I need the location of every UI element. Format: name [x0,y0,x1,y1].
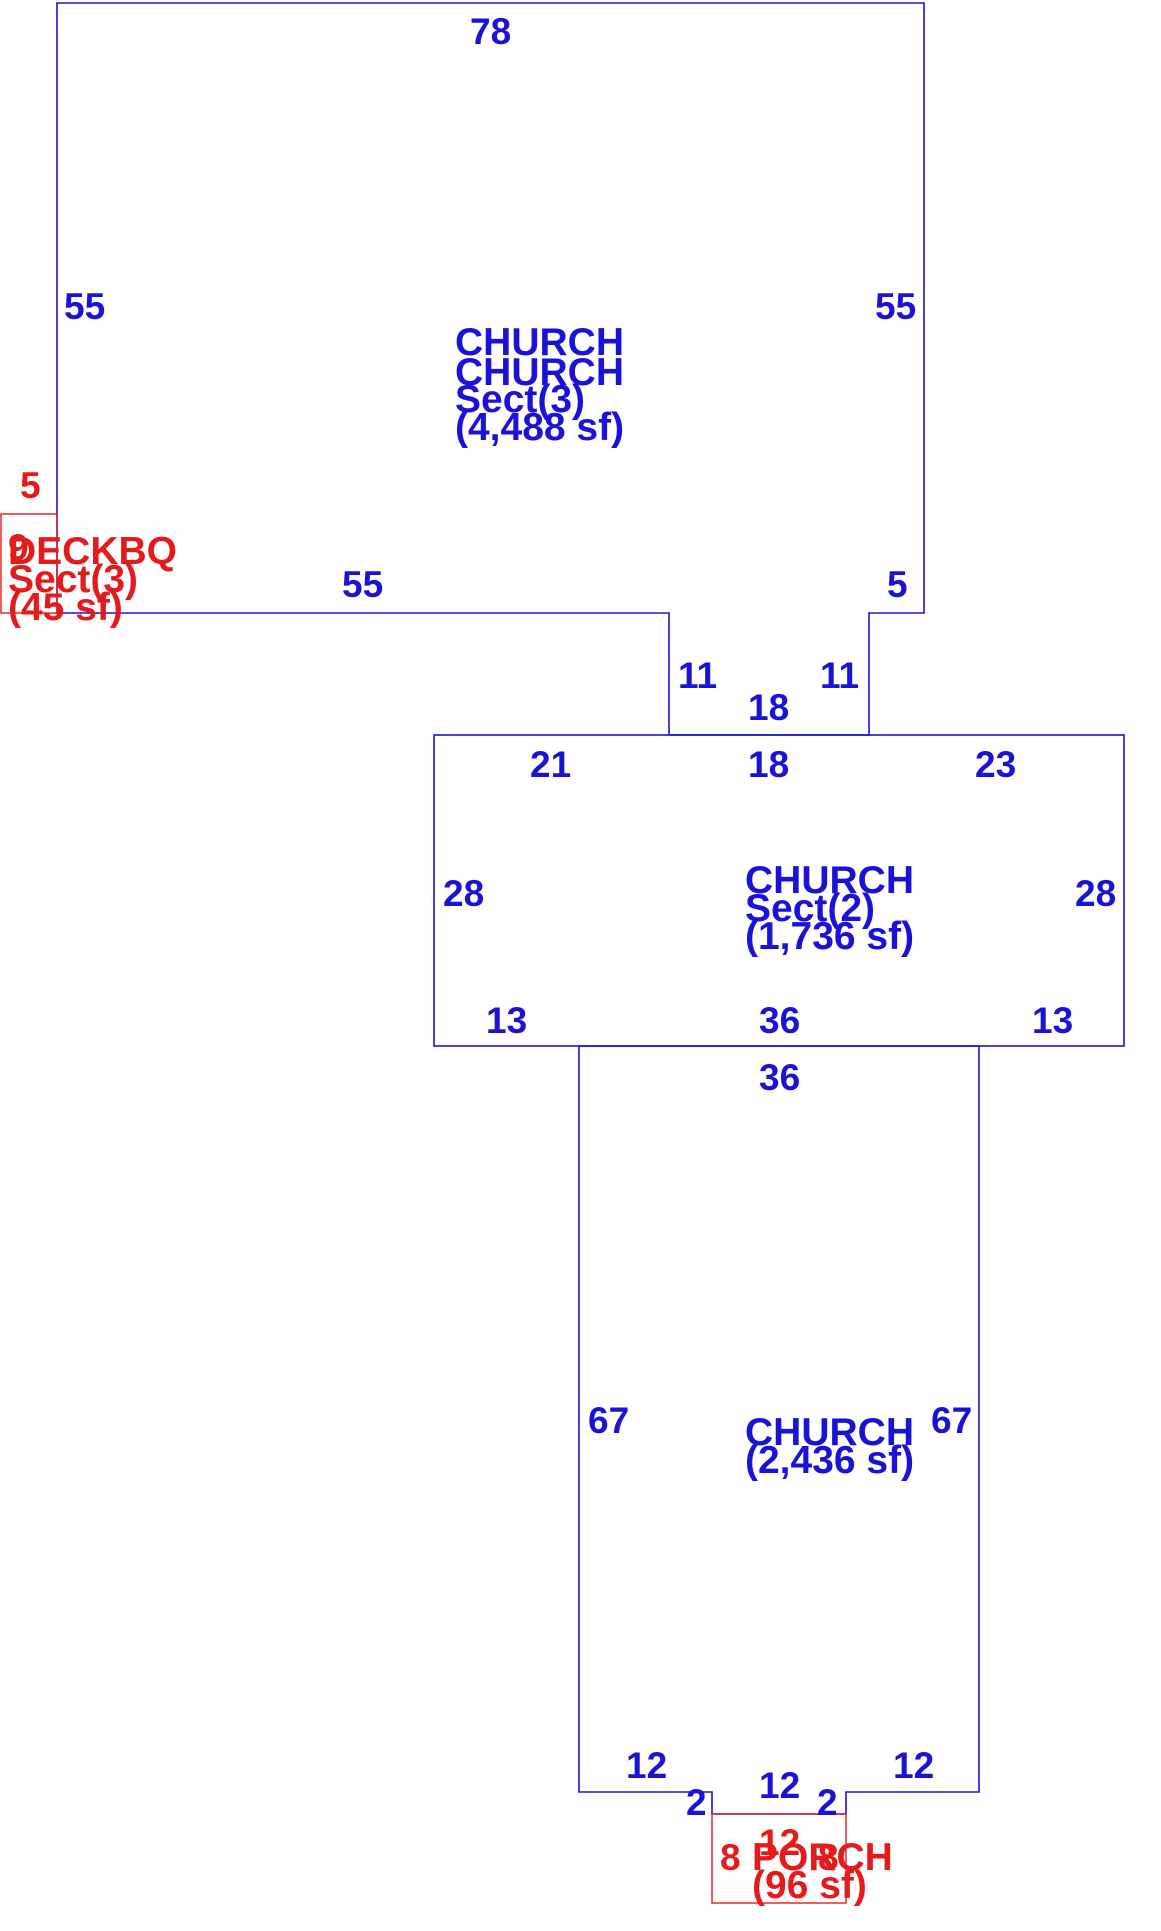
dim-sect3-step-right: 11 [820,655,859,696]
church-main-area: (2,436 sf) [745,1439,914,1482]
church-sect3-label-2: CHURCH [455,351,624,394]
dim-sect3-left: 55 [64,286,105,327]
church-sect3-area: (4,488 sf) [455,406,624,449]
dim-sect2-right: 28 [1075,873,1116,914]
church-sect2-area: (1,736 sf) [745,915,914,958]
dim-sect3-step-left: 11 [678,655,717,696]
dim-main-notch-mid: 12 [759,1765,800,1806]
deck-label-1: DECKBQ [8,530,177,573]
dim-main-right: 67 [931,1400,972,1441]
dim-porch-left: 8 [720,1837,741,1878]
dim-main-top: 36 [759,1057,800,1098]
dim-sect3-top: 78 [470,11,511,52]
dim-sect2-left: 28 [443,873,484,914]
dim-deck-side: 9 [8,527,29,568]
dim-porch-right: 8 [818,1837,839,1878]
dim-porch-top: 12 [759,1822,800,1863]
church-sect3-label-3: Sect(3) [455,378,585,421]
dim-main-left: 67 [588,1400,629,1441]
dim-sect2-bottom-right: 13 [1032,1000,1073,1041]
dim-main-notch-right: 2 [817,1782,838,1823]
dim-main-bottom-left: 12 [626,1745,667,1786]
dim-sect2-top-left: 21 [530,744,571,785]
dim-sect3-right: 55 [875,286,916,327]
deck-label-2: Sect(3) [8,558,138,601]
porch-outline [711,1813,847,1904]
porch-area: (96 sf) [752,1864,867,1907]
church-sect2-label-1: CHURCH [745,859,914,902]
dim-main-notch-left: 2 [686,1782,707,1823]
church-main-label: CHURCH [745,1411,914,1454]
dim-sect2-bottom-mid: 36 [759,1000,800,1041]
dim-deck-top: 5 [20,465,41,506]
dim-sect2-top-right: 23 [975,744,1016,785]
church-sect2-label-2: Sect(2) [745,887,875,930]
church-sect3-label-1: CHURCH [455,321,624,364]
dim-sect3-neck: 18 [748,687,789,728]
deck-area: (45 sf) [8,586,123,629]
porch-label: PORCH [752,1836,893,1879]
dim-sect2-top-mid: 18 [748,744,789,785]
dim-main-bottom-right: 12 [893,1745,934,1786]
deck-outline [0,513,58,614]
dim-sect3-bottom: 55 [342,564,383,605]
dim-sect2-bottom-left: 13 [486,1000,527,1041]
dim-sect3-notch: 5 [887,564,908,605]
